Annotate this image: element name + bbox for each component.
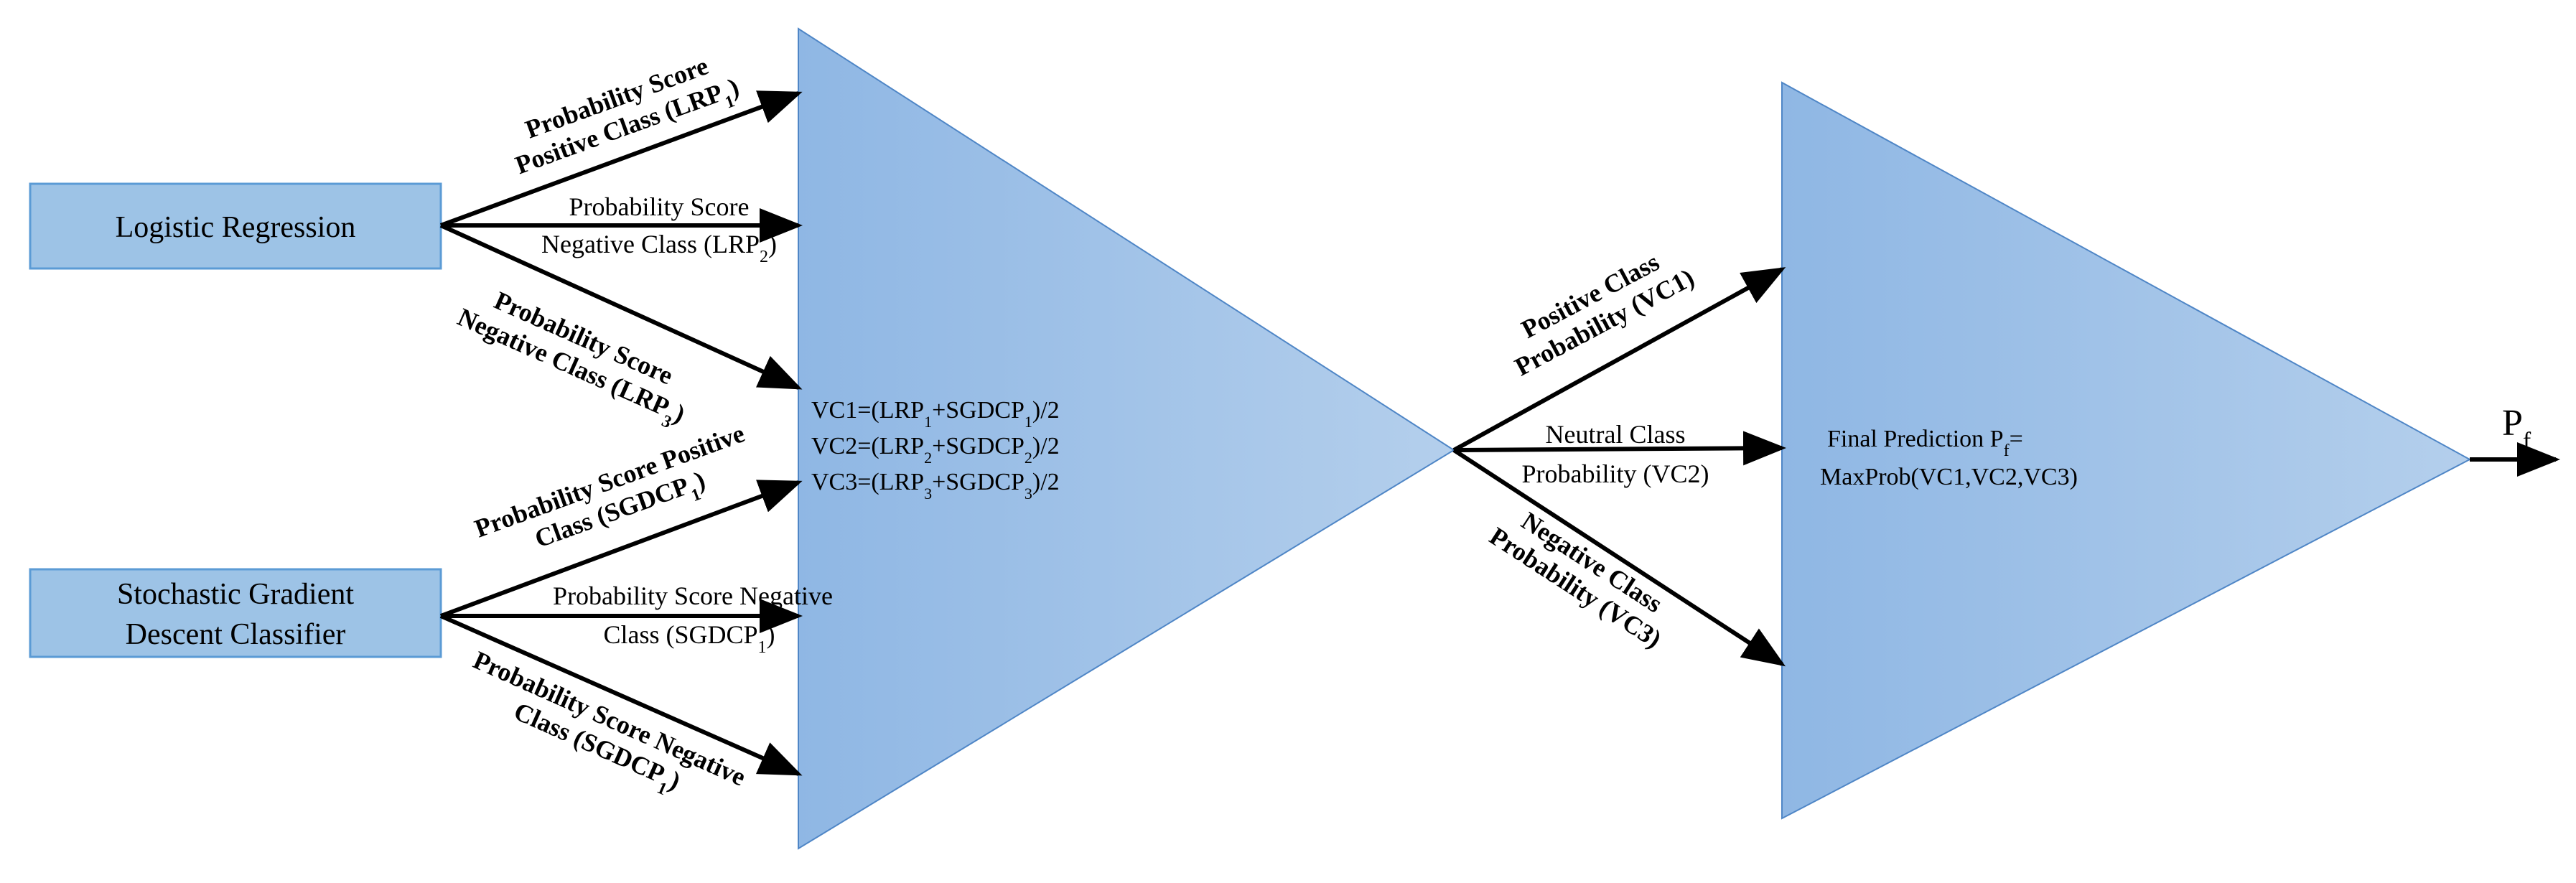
vc2-arrow: [1453, 431, 1786, 466]
vc2-label-line1: Neutral Class: [1546, 420, 1686, 449]
vc3-label: Negative Class Probability (VC3): [1485, 506, 1668, 653]
vc2-label-line2: Probability (VC2): [1522, 459, 1709, 488]
sgd-mid-label-line2: Class (SGDCP1): [603, 620, 775, 657]
final-prediction-line1: Final Prediction Pf=: [1827, 426, 2023, 460]
logistic-regression-label: Logistic Regression: [116, 211, 356, 244]
lr-arrow-bot: [439, 223, 803, 390]
sgd-mid-label-line1: Probability Score Negative: [553, 581, 833, 610]
voting-triangle: [798, 27, 1455, 850]
lr-bot-label: Probability Score Negative Class (LRP3): [454, 286, 690, 432]
sgd-arrow-bot: [439, 614, 803, 776]
sgd-bot-label: Probability Score Negative Class (SGDCP1…: [469, 645, 750, 799]
output-label: Pf: [2502, 403, 2531, 454]
formula-vc3: VC3=(LRP3+SGDCP3)/2: [811, 469, 1060, 503]
sgd-top-label: Probability Score Positive Class (SGDCP1…: [471, 419, 748, 553]
formula-vc1: VC1=(LRP1+SGDCP1)/2: [811, 397, 1060, 431]
lr-mid-label-line2: Negative Class (LRP2): [541, 230, 777, 266]
vc1-arrow: [1452, 267, 1786, 452]
sgd-classifier-label-line1: Stochastic Gradient: [117, 578, 354, 611]
logistic-regression-box: [29, 182, 442, 270]
lr-top-label: Probability Score Positive Class (LRP1): [511, 51, 742, 179]
sgd-classifier-box: [29, 568, 442, 658]
vc1-label: Positive Class Probability (VC1): [1510, 248, 1699, 382]
vc3-arrow: [1452, 448, 1786, 667]
sgd-arrow-top: [439, 480, 803, 618]
final-prediction-line2: MaxProb(VC1,VC2,VC3): [1820, 464, 2078, 490]
formula-vc2: VC2=(LRP2+SGDCP2)/2: [811, 433, 1060, 467]
lr-arrow-top: [439, 90, 803, 228]
sgd-classifier-label-line2: Descent Classifier: [126, 618, 346, 651]
lr-mid-label-line1: Probability Score: [569, 192, 750, 221]
